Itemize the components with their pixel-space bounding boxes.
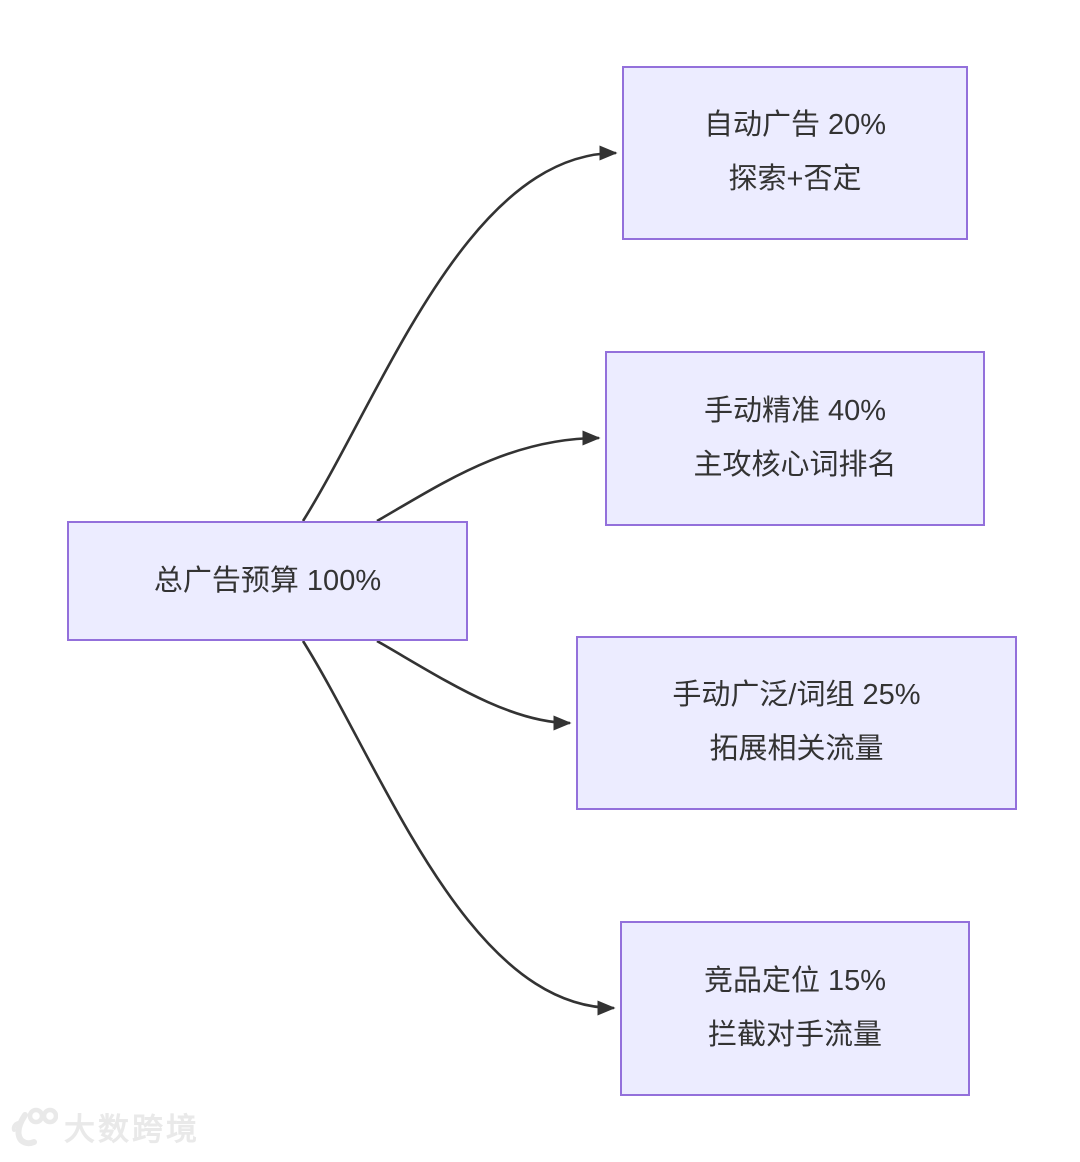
node-label-line1: 手动精准 40% <box>703 394 887 427</box>
node-manual-broad-phrase: 手动广泛/词组 25% 拓展相关流量 <box>576 636 1017 810</box>
edge-root-to-branch-0 <box>301 145 618 522</box>
node-label-line2: 拦截对手流量 <box>707 1018 882 1051</box>
100-smile-logo-icon <box>8 1105 59 1149</box>
edge-root-to-branch-2 <box>376 639 572 731</box>
watermark: 大数跨境 <box>8 1104 200 1149</box>
edge-root-to-branch-3 <box>301 640 616 1016</box>
node-label-line2: 拓展相关流量 <box>709 733 884 765</box>
node-label-line1: 自动广告 20% <box>703 109 887 142</box>
node-label-line1: 竞品定位 15% <box>703 964 887 997</box>
watermark-text: 大数跨境 <box>64 1112 200 1147</box>
node-label: 总广告预算 100% <box>153 564 382 597</box>
node-auto-ads: 自动广告 20% 探索+否定 <box>622 66 968 240</box>
node-manual-exact: 手动精准 40% 主攻核心词排名 <box>605 351 985 526</box>
node-competitor-targeting: 竞品定位 15% 拦截对手流量 <box>620 921 970 1096</box>
node-label-line2: 探索+否定 <box>728 163 862 195</box>
node-total-budget: 总广告预算 100% <box>67 521 468 641</box>
node-label-line1: 手动广泛/词组 25% <box>672 679 921 712</box>
node-label-line2: 主攻核心词排名 <box>693 448 897 481</box>
edge-root-to-branch-1 <box>376 430 601 523</box>
